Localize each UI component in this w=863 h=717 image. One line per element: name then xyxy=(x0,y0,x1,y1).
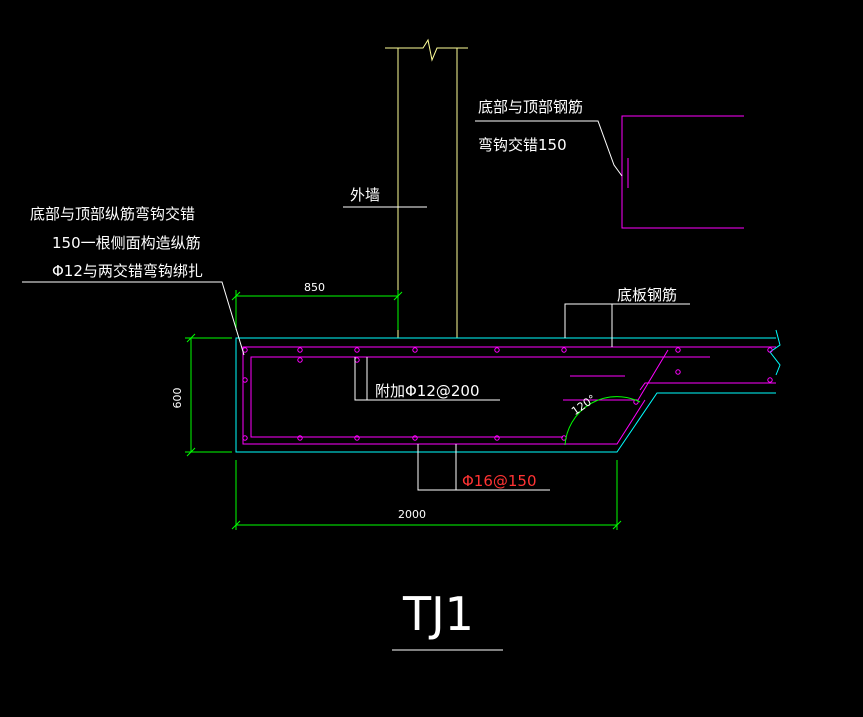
rebar-dot xyxy=(297,357,303,363)
rebar-dot xyxy=(354,435,360,441)
rebar-dot xyxy=(494,435,500,441)
dim-tick xyxy=(231,520,241,530)
dim-height: 600 xyxy=(171,388,184,409)
rebar-dot xyxy=(242,435,248,441)
leader-additional-rebar xyxy=(354,357,500,401)
footing-outline xyxy=(235,329,781,453)
note-left-2: 150一根侧面构造纵筋 xyxy=(52,234,201,252)
additional-rebar-label: 附加Φ12@200 xyxy=(375,382,480,400)
dim-top-width: 850 xyxy=(304,281,325,294)
rebar-dot xyxy=(675,347,681,353)
slab-break-symbol xyxy=(769,329,781,376)
note-top-right-2: 弯钩交错150 xyxy=(478,136,567,154)
note-top-right-1: 底部与顶部钢筋 xyxy=(478,98,583,116)
dim-bottom-width: 2000 xyxy=(398,508,426,521)
leader-top-right xyxy=(475,120,623,177)
note-left-1: 底部与顶部纵筋弯钩交错 xyxy=(30,205,195,223)
drawing-title: TJ1 xyxy=(402,587,474,641)
rebar-group xyxy=(242,115,776,445)
rebar-dot xyxy=(242,377,248,383)
rebar-dot xyxy=(767,377,773,383)
inner-top-rebar xyxy=(250,356,710,438)
hook-detail-outer xyxy=(621,115,744,229)
rebar-dot xyxy=(767,347,773,353)
angle-marker xyxy=(564,396,641,446)
leader-slab-rebar xyxy=(564,303,690,338)
outer-rebar-loop xyxy=(242,346,776,445)
slab-bottom-rebar xyxy=(639,382,776,391)
note-left-3: Φ12与两交错弯钩绑扎 xyxy=(52,262,203,280)
inner-slope-rebar xyxy=(563,349,669,401)
leader-bottom-rebar xyxy=(417,444,550,491)
dim-tick xyxy=(231,291,241,301)
leader-left-note xyxy=(22,281,245,356)
angle-label: 120° xyxy=(569,392,598,418)
bottom-rebar-label: Φ16@150 xyxy=(462,472,537,490)
rebar-dot xyxy=(297,435,303,441)
dimension-lines xyxy=(185,290,622,530)
rebar-dot xyxy=(675,369,681,375)
leader-lines xyxy=(22,120,690,651)
rebar-dots xyxy=(242,347,773,441)
rebar-dot xyxy=(412,435,418,441)
slab-rebar-label: 底板钢筋 xyxy=(617,286,677,304)
angle-arc xyxy=(564,396,641,446)
rebar-dot xyxy=(494,347,500,353)
outer-wall xyxy=(385,38,468,338)
wall-break-symbol xyxy=(385,38,468,62)
rebar-dot xyxy=(297,347,303,353)
dim-tick xyxy=(612,520,622,530)
rebar-dot xyxy=(412,347,418,353)
footing-section-outline xyxy=(235,337,776,453)
dim-tick xyxy=(186,447,196,457)
outer-wall-label: 外墙 xyxy=(350,186,380,204)
rebar-dot xyxy=(561,347,567,353)
rebar-dot xyxy=(354,347,360,353)
dim-tick xyxy=(186,333,196,343)
dim-tick xyxy=(393,291,403,301)
